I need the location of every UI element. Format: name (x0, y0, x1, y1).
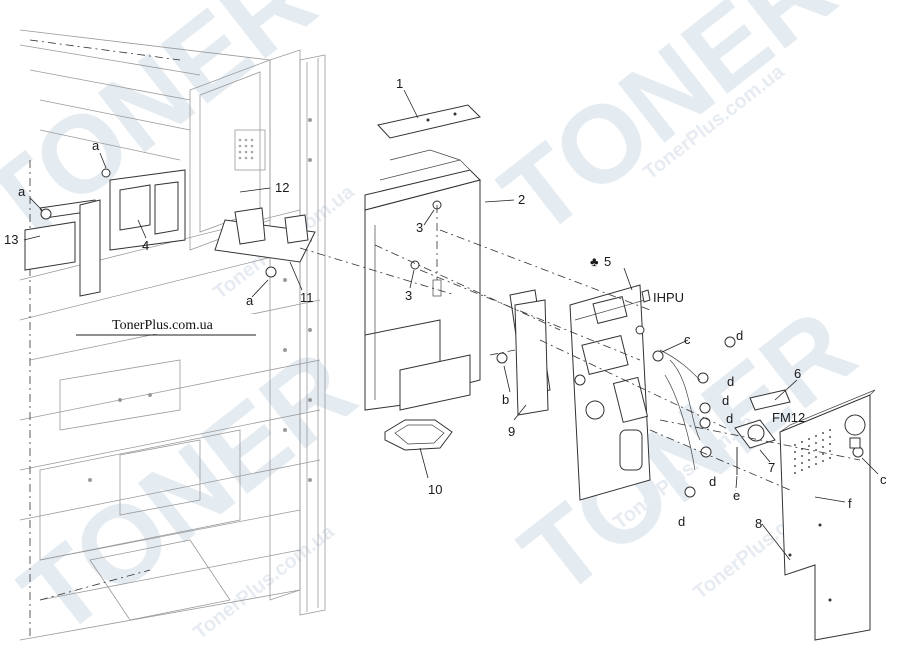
callout-d-2: d (727, 374, 734, 389)
callout-6: 6 (794, 366, 801, 381)
callout-9: 9 (508, 424, 515, 439)
part-10-clamp (384, 419, 453, 451)
callout-c-board: c (684, 332, 691, 347)
fm12-tag: FM12 (772, 410, 805, 425)
part-13-bracket (24, 199, 101, 297)
callout-5: 5 (604, 254, 611, 269)
callout-2: 2 (518, 192, 525, 207)
callout-4: 4 (142, 238, 149, 253)
callout-13: 13 (4, 232, 18, 247)
callout-d-5: d (709, 474, 716, 489)
ihpu-connector-icon (641, 289, 651, 303)
callout-7: 7 (768, 460, 775, 475)
watermark-brand-2: TONER (479, 0, 857, 259)
assembly-lines (299, 205, 861, 491)
callout-f: f (848, 496, 852, 511)
callout-e: e (733, 488, 740, 503)
callout-a-center: a (246, 293, 254, 308)
callout-3-lower: 3 (405, 288, 412, 303)
callout-1: 1 (396, 76, 403, 91)
part-5-power-board (569, 284, 651, 501)
club-symbol: ♣ (590, 254, 599, 269)
callout-8: 8 (755, 516, 762, 531)
callout-labels: 1 2 3 3 4 5 6 7 8 9 10 11 12 13 a a a b … (4, 76, 887, 531)
screw-set (652, 336, 736, 498)
callout-d-4: d (726, 411, 733, 426)
callout-12: 12 (275, 180, 289, 195)
site-label: TonerPlus.com.ua (112, 318, 214, 333)
callout-a-left: a (18, 184, 26, 199)
callout-3-upper: 3 (416, 220, 423, 235)
leader-lines (23, 89, 879, 561)
part-1-plate (377, 104, 481, 139)
callout-b: b (502, 392, 509, 407)
callout-11: 11 (300, 290, 314, 305)
part-8-cover (779, 389, 876, 641)
part-2-housing (364, 149, 481, 411)
ihpu-tag: IHPU (653, 290, 684, 305)
callout-d-3: d (722, 393, 729, 408)
callout-d-1: d (736, 328, 743, 343)
callout-10: 10 (428, 482, 442, 497)
callout-d-6: d (678, 514, 685, 529)
callout-c-cover: c (880, 472, 887, 487)
site-label-box: TonerPlus.com.ua (76, 314, 256, 336)
part-4-bracket (101, 168, 186, 251)
machine-frame (19, 29, 326, 641)
part-11-guide (214, 207, 316, 278)
callout-a-top: a (92, 138, 100, 153)
